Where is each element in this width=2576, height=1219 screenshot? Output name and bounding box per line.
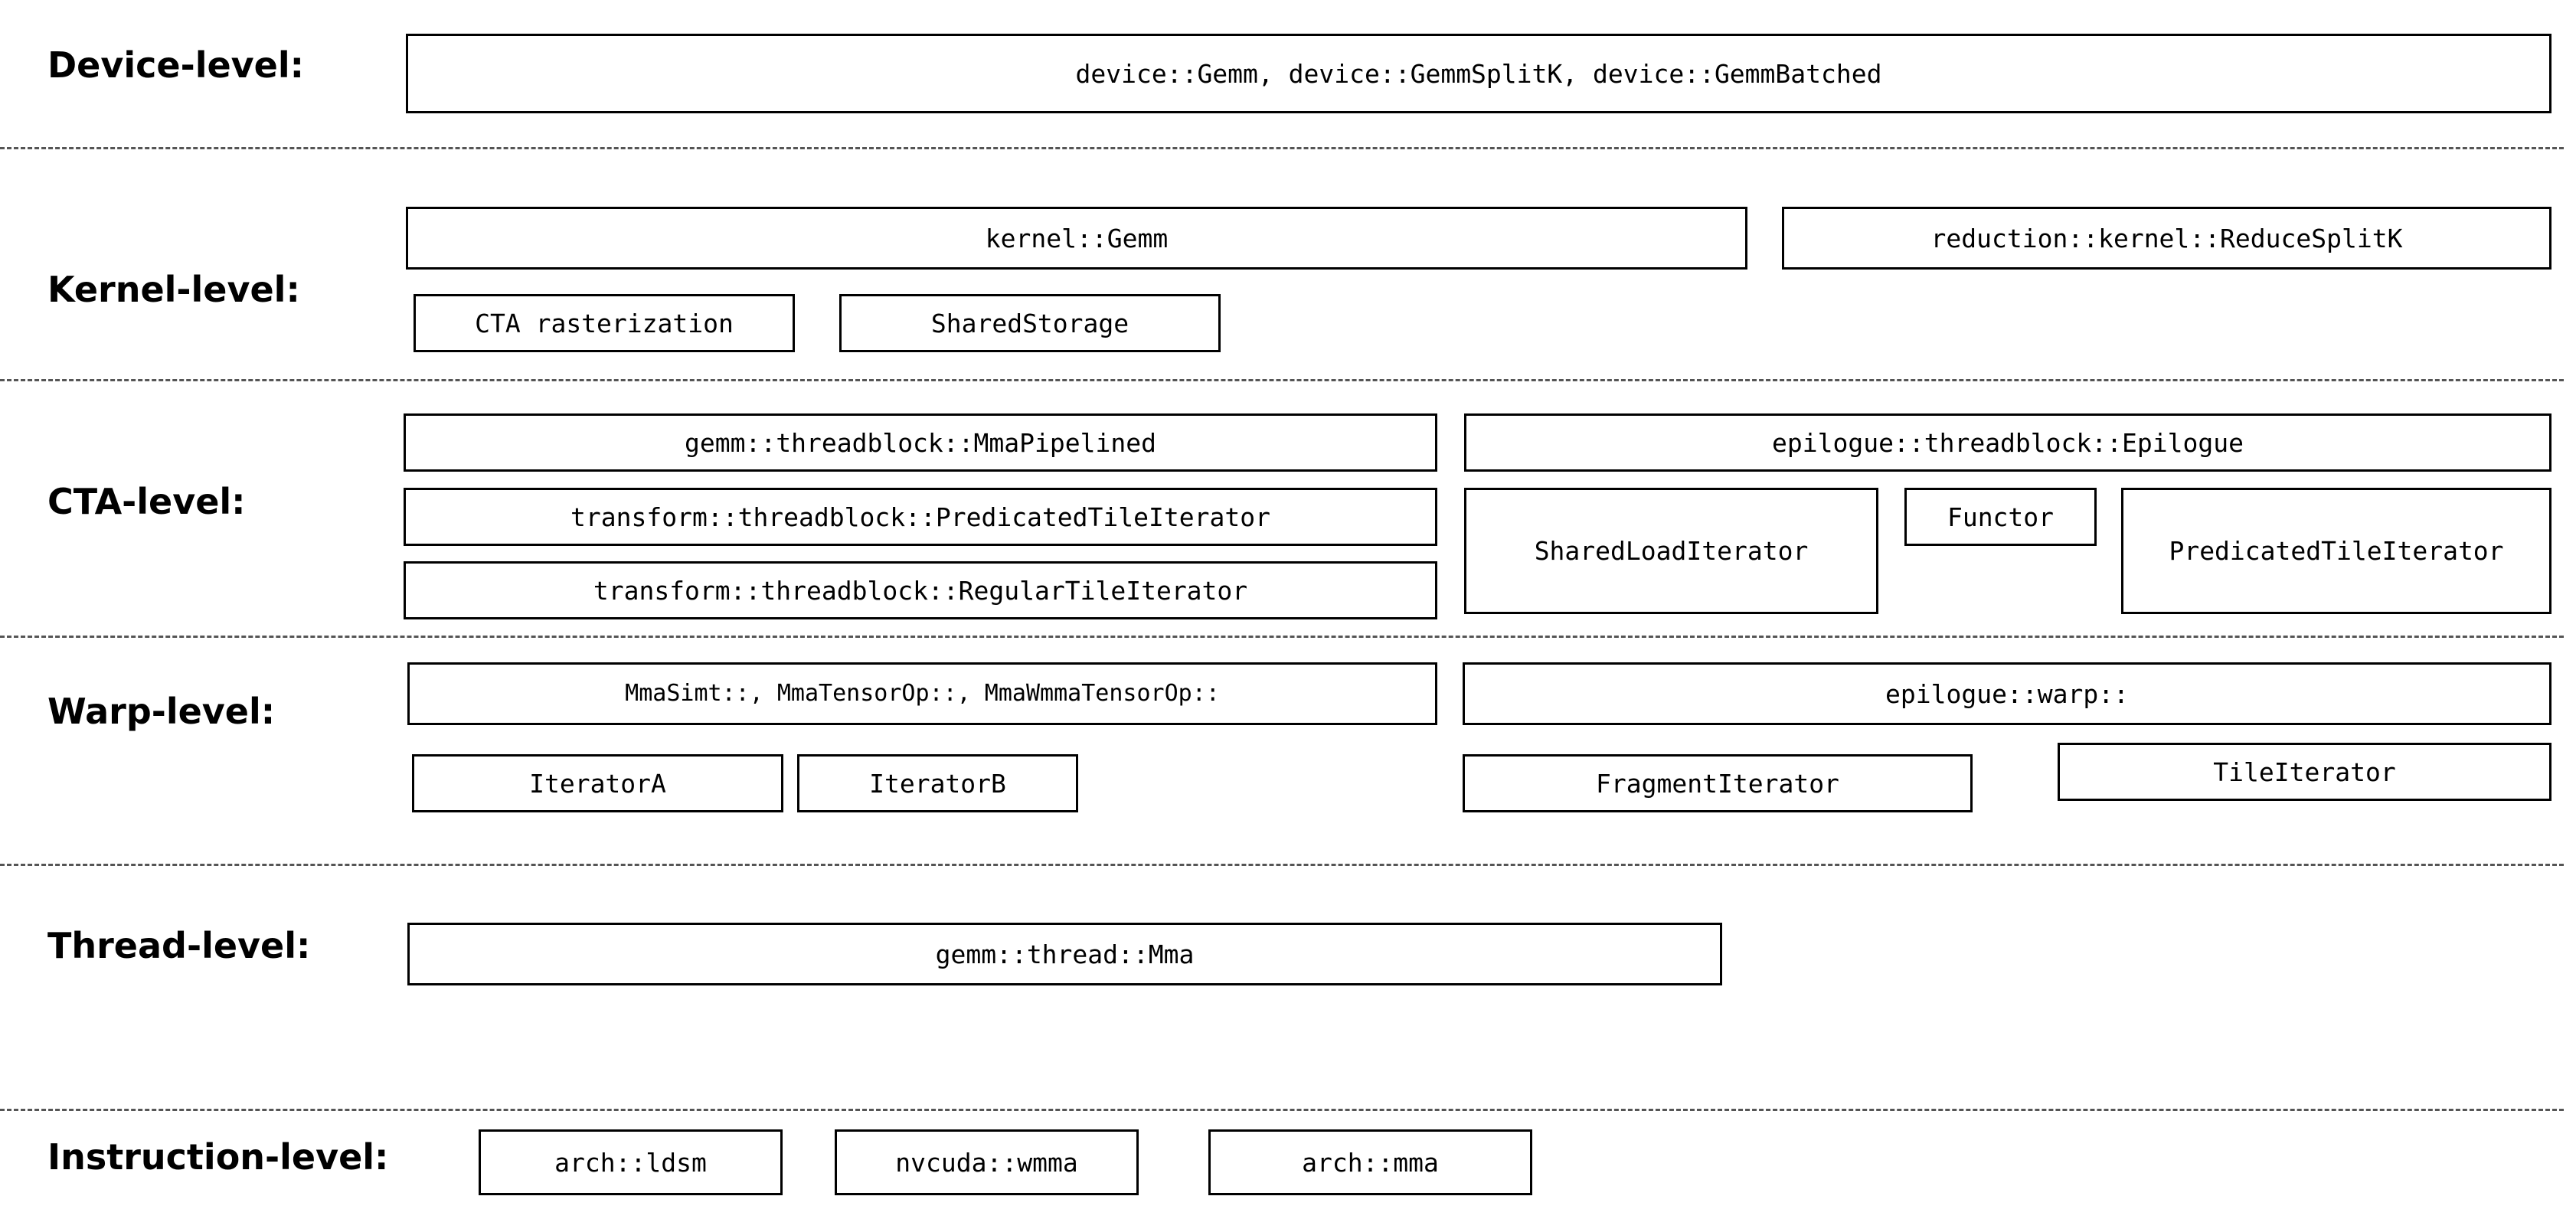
box-tileiterator[interactable]: TileIterator — [2058, 743, 2551, 801]
divider-thread-instruction — [0, 1109, 2564, 1111]
box-sharedstorage-label: SharedStorage — [930, 308, 1129, 338]
box-transform-threadblock-regulartileiterator-label: transform::threadblock::RegularTileItera… — [593, 575, 1248, 606]
divider-warp-thread — [0, 864, 2564, 866]
box-epilogue-warp-label: epilogue::warp:: — [1885, 678, 2129, 709]
box-sharedloaditerator[interactable]: SharedLoadIterator — [1464, 488, 1878, 614]
box-fragmentiterator[interactable]: FragmentIterator — [1463, 754, 1973, 812]
box-gemm-thread-mma-label: gemm::thread::Mma — [935, 939, 1195, 969]
box-nvcuda-wmma[interactable]: nvcuda::wmma — [835, 1129, 1139, 1195]
box-fragmentiterator-label: FragmentIterator — [1596, 768, 1839, 799]
box-transform-threadblock-predicatedtileiterator[interactable]: transform::threadblock::PredicatedTileIt… — [404, 488, 1437, 546]
level-label-instruction: Instruction-level: — [47, 1136, 389, 1178]
box-transform-threadblock-regulartileiterator[interactable]: transform::threadblock::RegularTileItera… — [404, 561, 1437, 619]
box-gemm-threadblock-mmapipelined[interactable]: gemm::threadblock::MmaPipelined — [404, 413, 1437, 472]
box-reduction-kernel-reducesplitk[interactable]: reduction::kernel::ReduceSplitK — [1782, 207, 2551, 270]
level-label-thread: Thread-level: — [47, 925, 311, 966]
box-warp-mma-variants-label: MmaSimt::, MmaTensorOp::, MmaWmmaTensorO… — [625, 680, 1220, 707]
level-label-warp: Warp-level: — [47, 691, 276, 732]
box-epilogue-predicatedtileiterator[interactable]: PredicatedTileIterator — [2121, 488, 2551, 614]
level-label-cta: CTA-level: — [47, 481, 246, 522]
divider-kernel-cta — [0, 379, 2564, 381]
box-epilogue-warp[interactable]: epilogue::warp:: — [1463, 662, 2551, 725]
box-kernel-gemm-label: kernel::Gemm — [985, 223, 1169, 253]
box-cta-rasterization-label: CTA rasterization — [475, 308, 734, 338]
box-nvcuda-wmma-label: nvcuda::wmma — [895, 1147, 1078, 1178]
box-functor[interactable]: Functor — [1904, 488, 2097, 546]
level-label-device: Device-level: — [47, 44, 305, 86]
box-sharedloaditerator-label: SharedLoadIterator — [1534, 536, 1809, 566]
box-tileiterator-label: TileIterator — [2213, 757, 2396, 787]
divider-cta-warp — [0, 636, 2564, 638]
divider-device-kernel — [0, 147, 2564, 149]
box-arch-ldsm[interactable]: arch::ldsm — [479, 1129, 783, 1195]
box-epilogue-threadblock-epilogue-label: epilogue::threadblock::Epilogue — [1772, 427, 2244, 458]
box-warp-mma-variants[interactable]: MmaSimt::, MmaTensorOp::, MmaWmmaTensorO… — [407, 662, 1437, 725]
box-kernel-gemm[interactable]: kernel::Gemm — [406, 207, 1747, 270]
level-label-kernel: Kernel-level: — [47, 269, 300, 310]
box-iterator-a-label: IteratorA — [529, 768, 666, 799]
box-transform-threadblock-predicatedtileiterator-label: transform::threadblock::PredicatedTileIt… — [570, 502, 1270, 532]
box-gemm-threadblock-mmapipelined-label: gemm::threadblock::MmaPipelined — [685, 427, 1156, 458]
box-arch-ldsm-label: arch::ldsm — [554, 1147, 707, 1178]
box-iterator-b-label: IteratorB — [869, 768, 1006, 799]
box-device-gemm-label: device::Gemm, device::GemmSplitK, device… — [1075, 58, 1882, 89]
box-epilogue-threadblock-epilogue[interactable]: epilogue::threadblock::Epilogue — [1464, 413, 2551, 472]
box-epilogue-predicatedtileiterator-label: PredicatedTileIterator — [2169, 536, 2504, 566]
box-sharedstorage[interactable]: SharedStorage — [839, 294, 1221, 352]
box-cta-rasterization[interactable]: CTA rasterization — [414, 294, 795, 352]
box-gemm-thread-mma[interactable]: gemm::thread::Mma — [407, 923, 1722, 985]
box-device-gemm[interactable]: device::Gemm, device::GemmSplitK, device… — [406, 34, 2551, 113]
box-iterator-b[interactable]: IteratorB — [797, 754, 1078, 812]
box-arch-mma-label: arch::mma — [1302, 1147, 1439, 1178]
box-arch-mma[interactable]: arch::mma — [1208, 1129, 1532, 1195]
box-iterator-a[interactable]: IteratorA — [412, 754, 783, 812]
box-functor-label: Functor — [1947, 502, 2055, 532]
box-reduction-kernel-reducesplitk-label: reduction::kernel::ReduceSplitK — [1930, 223, 2403, 253]
